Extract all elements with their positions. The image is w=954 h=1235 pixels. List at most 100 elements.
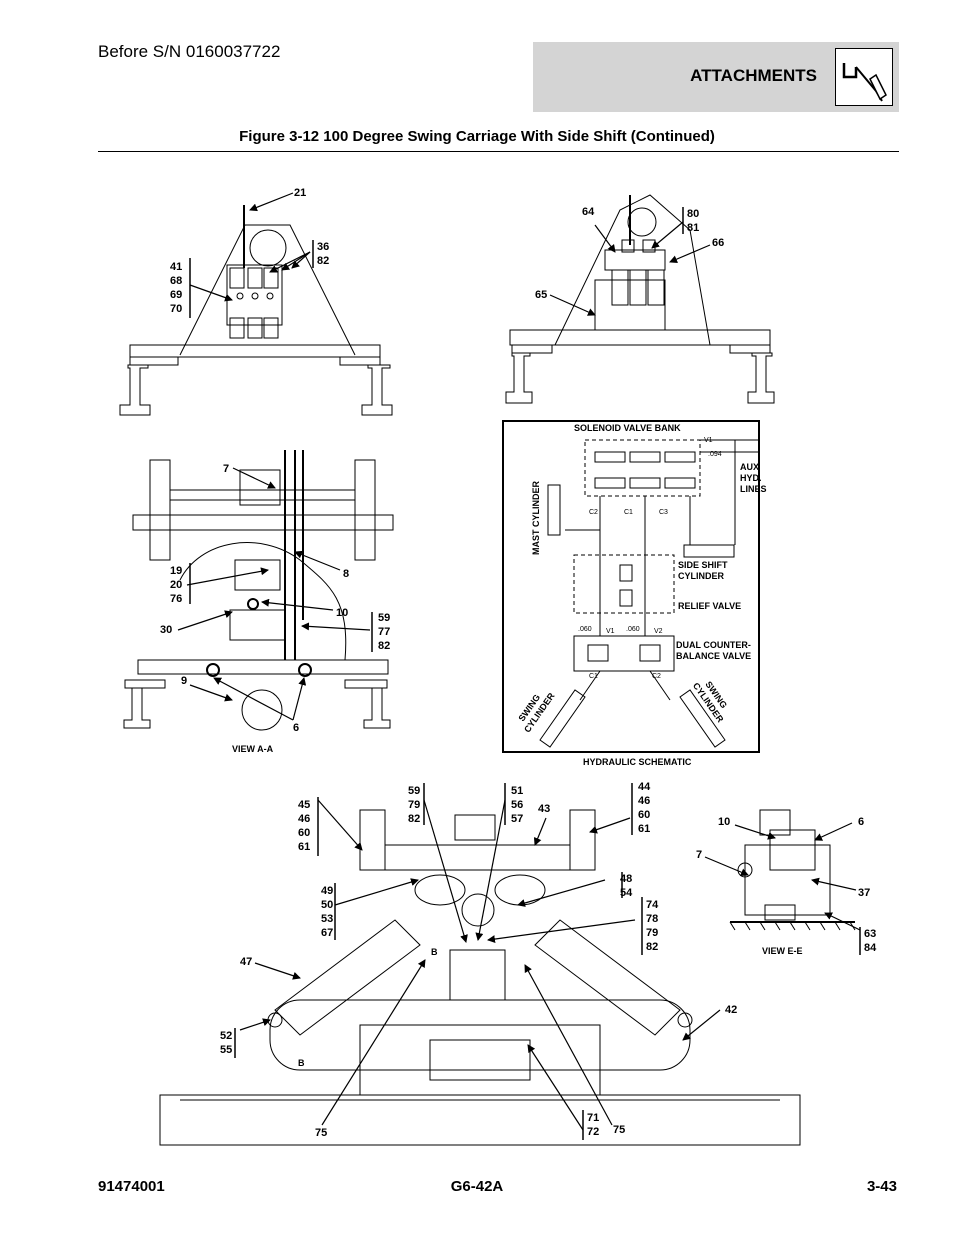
figure-title: Figure 3-12 100 Degree Swing Carriage Wi… xyxy=(239,128,715,145)
callout-69: 69 xyxy=(170,289,182,301)
callout-aa-8: 8 xyxy=(343,568,349,580)
view-aa-drawing xyxy=(123,450,394,731)
section-marker-b-bottom: B xyxy=(298,1058,305,1068)
callout-66: 66 xyxy=(712,237,724,249)
callout-b45-61: 61 xyxy=(298,841,310,853)
callout-68: 68 xyxy=(170,275,182,287)
section-title: ATTACHMENTS xyxy=(690,66,817,85)
callout-78: 78 xyxy=(646,913,658,925)
schematic-v1: V1 xyxy=(606,628,615,635)
callout-65: 65 xyxy=(535,289,547,301)
schematic-dual-counter-2: BALANCE VALVE xyxy=(676,651,751,661)
callout-47: 47 xyxy=(240,956,252,968)
callout-b44-46: 46 xyxy=(638,795,650,807)
callout-aa-59: 59 xyxy=(378,612,390,624)
top-right-view xyxy=(505,194,775,404)
footer-model: G6-42A xyxy=(450,1178,504,1195)
bottom-main-drawing xyxy=(159,809,801,1146)
callout-84: 84 xyxy=(864,942,877,954)
hydraulic-schematic xyxy=(502,420,760,753)
callout-52: 52 xyxy=(220,1030,232,1042)
leader-21 xyxy=(249,192,294,212)
schematic-aux-2: HYD. xyxy=(740,473,762,483)
schematic-relief-valve: RELIEF VALVE xyxy=(678,601,741,611)
callout-54: 54 xyxy=(620,887,633,899)
callout-aa-9: 9 xyxy=(181,675,187,687)
callout-21: 21 xyxy=(294,187,306,199)
callout-55: 55 xyxy=(220,1044,232,1056)
callout-b74-82: 82 xyxy=(646,941,658,953)
callout-42: 42 xyxy=(725,1004,737,1016)
callout-b-79: 79 xyxy=(408,799,420,811)
schematic-c1-bottom: C1 xyxy=(589,673,598,680)
callout-72: 72 xyxy=(587,1126,599,1138)
callout-63: 63 xyxy=(864,928,876,940)
callout-43: 43 xyxy=(538,803,550,815)
callout-30: 30 xyxy=(160,624,172,636)
callout-82: 82 xyxy=(317,255,329,267)
callout-brackets xyxy=(189,207,861,1140)
callout-e-6: 6 xyxy=(858,816,864,828)
callout-b-82: 82 xyxy=(408,813,420,825)
schematic-mast-cylinder: MAST CYLINDER xyxy=(531,481,541,556)
callout-b-59: 59 xyxy=(408,785,420,797)
schematic-aux-1: AUX xyxy=(740,462,759,472)
callout-b74-79: 79 xyxy=(646,927,658,939)
schematic-orifice-094: .094 xyxy=(708,451,722,458)
callout-e-10: 10 xyxy=(718,816,730,828)
section-marker-b-top: B xyxy=(431,947,438,957)
callout-75-left: 75 xyxy=(315,1127,327,1139)
callout-b45-46: 46 xyxy=(298,813,310,825)
callout-b45-60: 60 xyxy=(298,827,310,839)
callout-48: 48 xyxy=(620,873,632,885)
callout-67: 67 xyxy=(321,927,333,939)
callout-57: 57 xyxy=(511,813,523,825)
schematic-label: HYDRAULIC SCHEMATIC xyxy=(583,757,692,767)
callout-51: 51 xyxy=(511,785,523,797)
schematic-c2: C2 xyxy=(589,509,598,516)
schematic-c3: C3 xyxy=(659,509,668,516)
footer-doc-number: 91474001 xyxy=(98,1178,165,1195)
callout-b44-61: 61 xyxy=(638,823,650,835)
callout-64: 64 xyxy=(582,206,595,218)
callout-20: 20 xyxy=(170,579,182,591)
callout-50: 50 xyxy=(321,899,333,911)
forklift-attachment-icon xyxy=(835,48,893,106)
schematic-v1-top: V1 xyxy=(704,437,713,444)
callout-76: 76 xyxy=(170,593,182,605)
footer-page-number: 3-43 xyxy=(866,1178,897,1195)
schematic-aux-3: LINES xyxy=(740,484,767,494)
schematic-v2: V2 xyxy=(654,628,663,635)
callout-81: 81 xyxy=(687,222,699,234)
callout-aa-6: 6 xyxy=(293,722,299,734)
callout-53: 53 xyxy=(321,913,333,925)
callout-37: 37 xyxy=(858,887,870,899)
callout-45: 45 xyxy=(298,799,310,811)
schematic-side-shift-1: SIDE SHIFT xyxy=(678,560,728,570)
callout-aa-82: 82 xyxy=(378,640,390,652)
callout-aa-77: 77 xyxy=(378,626,390,638)
view-ee-label: VIEW E-E xyxy=(762,946,803,956)
callout-aa-7: 7 xyxy=(223,463,229,475)
callout-aa-10: 10 xyxy=(336,607,348,619)
callout-75-right: 75 xyxy=(613,1124,625,1136)
schematic-side-shift-2: CYLINDER xyxy=(678,571,725,581)
callout-71: 71 xyxy=(587,1112,599,1124)
schematic-dual-counter-1: DUAL COUNTER- xyxy=(676,640,751,650)
schematic-orifice-060-b: .060 xyxy=(626,626,640,633)
schematic-c2-bottom: C2 xyxy=(652,673,661,680)
section-header: ATTACHMENTS xyxy=(533,42,899,112)
top-left-view xyxy=(119,205,393,416)
callout-e-7: 7 xyxy=(696,849,702,861)
serial-number-note: Before S/N 0160037722 xyxy=(98,42,281,61)
callout-44: 44 xyxy=(638,781,651,793)
title-rule xyxy=(98,151,899,152)
callout-b44-60: 60 xyxy=(638,809,650,821)
schematic-orifice-060-a: .060 xyxy=(578,626,592,633)
schematic-c1: C1 xyxy=(624,509,633,516)
callout-56: 56 xyxy=(511,799,523,811)
callout-36: 36 xyxy=(317,241,329,253)
callout-74: 74 xyxy=(646,899,659,911)
callout-19: 19 xyxy=(170,565,182,577)
